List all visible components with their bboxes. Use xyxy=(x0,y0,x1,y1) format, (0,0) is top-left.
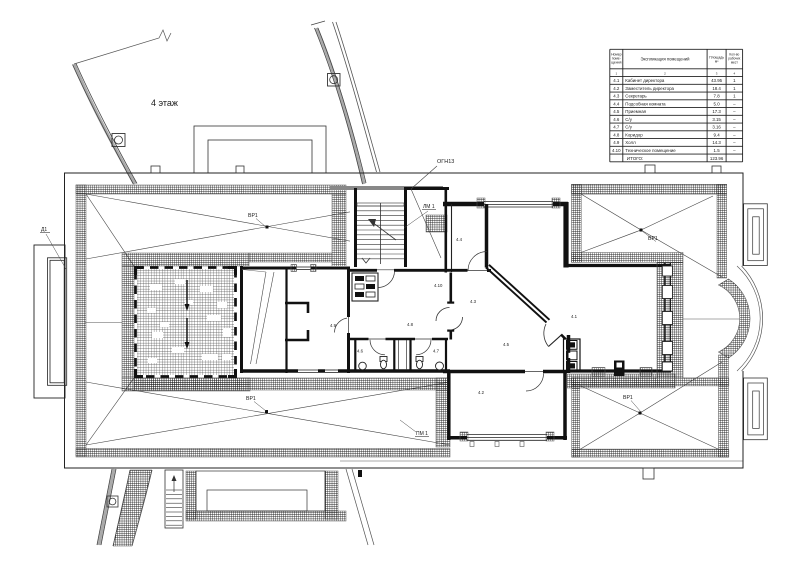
svg-text:Секретарь: Секретарь xyxy=(625,94,647,99)
svg-text:Экспликация помещений: Экспликация помещений xyxy=(640,57,690,62)
svg-text:4.9: 4.9 xyxy=(330,323,337,328)
svg-text:1: 1 xyxy=(733,78,736,83)
svg-text:ВР1: ВР1 xyxy=(248,213,258,219)
svg-text:поме-: поме- xyxy=(612,57,621,61)
svg-text:7.8: 7.8 xyxy=(714,94,721,99)
svg-text:–: – xyxy=(733,101,736,106)
svg-text:ИТОГО:: ИТОГО: xyxy=(627,156,644,161)
svg-text:4.10: 4.10 xyxy=(612,148,621,153)
svg-text:4.4: 4.4 xyxy=(613,101,620,106)
svg-text:4.7: 4.7 xyxy=(433,349,440,354)
svg-text:3: 3 xyxy=(716,72,718,76)
svg-text:–: – xyxy=(733,109,736,114)
svg-text:43.95: 43.95 xyxy=(711,78,723,83)
svg-text:ОГН13: ОГН13 xyxy=(437,159,454,165)
svg-text:–: – xyxy=(733,132,736,137)
svg-text:4.5: 4.5 xyxy=(503,342,510,347)
svg-text:Номер: Номер xyxy=(611,53,622,57)
svg-text:1: 1 xyxy=(733,94,736,99)
svg-text:17.3: 17.3 xyxy=(712,109,721,114)
svg-text:4.2: 4.2 xyxy=(478,390,485,395)
svg-text:мест: мест xyxy=(731,61,739,65)
svg-text:–: – xyxy=(733,125,736,130)
svg-text:–: – xyxy=(733,117,736,122)
svg-text:1.5: 1.5 xyxy=(714,148,721,153)
svg-text:4.10: 4.10 xyxy=(434,283,443,288)
svg-text:ВР1: ВР1 xyxy=(623,395,633,401)
svg-text:2: 2 xyxy=(664,72,666,76)
svg-text:4.4: 4.4 xyxy=(456,237,463,242)
svg-text:4.3: 4.3 xyxy=(470,299,477,304)
svg-text:ПМ 1: ПМ 1 xyxy=(416,431,428,437)
svg-text:123.96: 123.96 xyxy=(710,156,724,161)
svg-text:9.4: 9.4 xyxy=(714,132,721,137)
svg-text:3.16: 3.16 xyxy=(712,125,721,130)
svg-text:Д1: Д1 xyxy=(41,227,47,233)
svg-text:4.6: 4.6 xyxy=(357,349,364,354)
svg-text:4.3: 4.3 xyxy=(613,94,620,99)
svg-text:18.4: 18.4 xyxy=(712,86,721,91)
svg-text:1: 1 xyxy=(615,72,617,76)
svg-text:4.8: 4.8 xyxy=(613,132,620,137)
svg-text:Подсобная комната: Подсобная комната xyxy=(625,101,666,106)
svg-text:щения: щения xyxy=(611,61,621,65)
svg-text:4: 4 xyxy=(734,72,736,76)
svg-text:м²: м² xyxy=(715,60,719,64)
svg-text:ВР1: ВР1 xyxy=(246,396,256,402)
svg-text:14.3: 14.3 xyxy=(712,140,721,145)
svg-text:4 этаж: 4 этаж xyxy=(151,98,178,108)
svg-text:4.1: 4.1 xyxy=(613,78,620,83)
svg-text:Коридор: Коридор xyxy=(625,132,643,137)
svg-text:4.9: 4.9 xyxy=(613,140,620,145)
svg-text:Приемная: Приемная xyxy=(625,109,646,114)
svg-text:Холл: Холл xyxy=(625,140,636,145)
svg-text:5.0: 5.0 xyxy=(714,101,721,106)
svg-text:Площадь: Площадь xyxy=(709,56,724,60)
svg-text:4.7: 4.7 xyxy=(613,125,620,130)
svg-text:С/у: С/у xyxy=(625,117,632,122)
svg-text:ЛМ 1: ЛМ 1 xyxy=(423,204,435,210)
svg-text:1: 1 xyxy=(733,86,736,91)
svg-text:4.6: 4.6 xyxy=(613,117,620,122)
svg-text:рабочих: рабочих xyxy=(728,57,741,61)
svg-text:4.5: 4.5 xyxy=(613,109,620,114)
svg-text:–: – xyxy=(733,140,736,145)
svg-text:4.8: 4.8 xyxy=(407,322,414,327)
svg-text:Кабинет директора: Кабинет директора xyxy=(625,78,665,83)
svg-text:3.15: 3.15 xyxy=(712,117,721,122)
svg-text:Кол-во: Кол-во xyxy=(729,53,739,57)
svg-text:С/у: С/у xyxy=(625,125,632,130)
svg-text:4.1: 4.1 xyxy=(571,314,578,319)
svg-text:Заместитель директора: Заместитель директора xyxy=(625,86,674,91)
svg-text:Техническое помещение: Техническое помещение xyxy=(625,148,676,153)
svg-text:4.2: 4.2 xyxy=(613,86,620,91)
svg-text:–: – xyxy=(733,148,736,153)
